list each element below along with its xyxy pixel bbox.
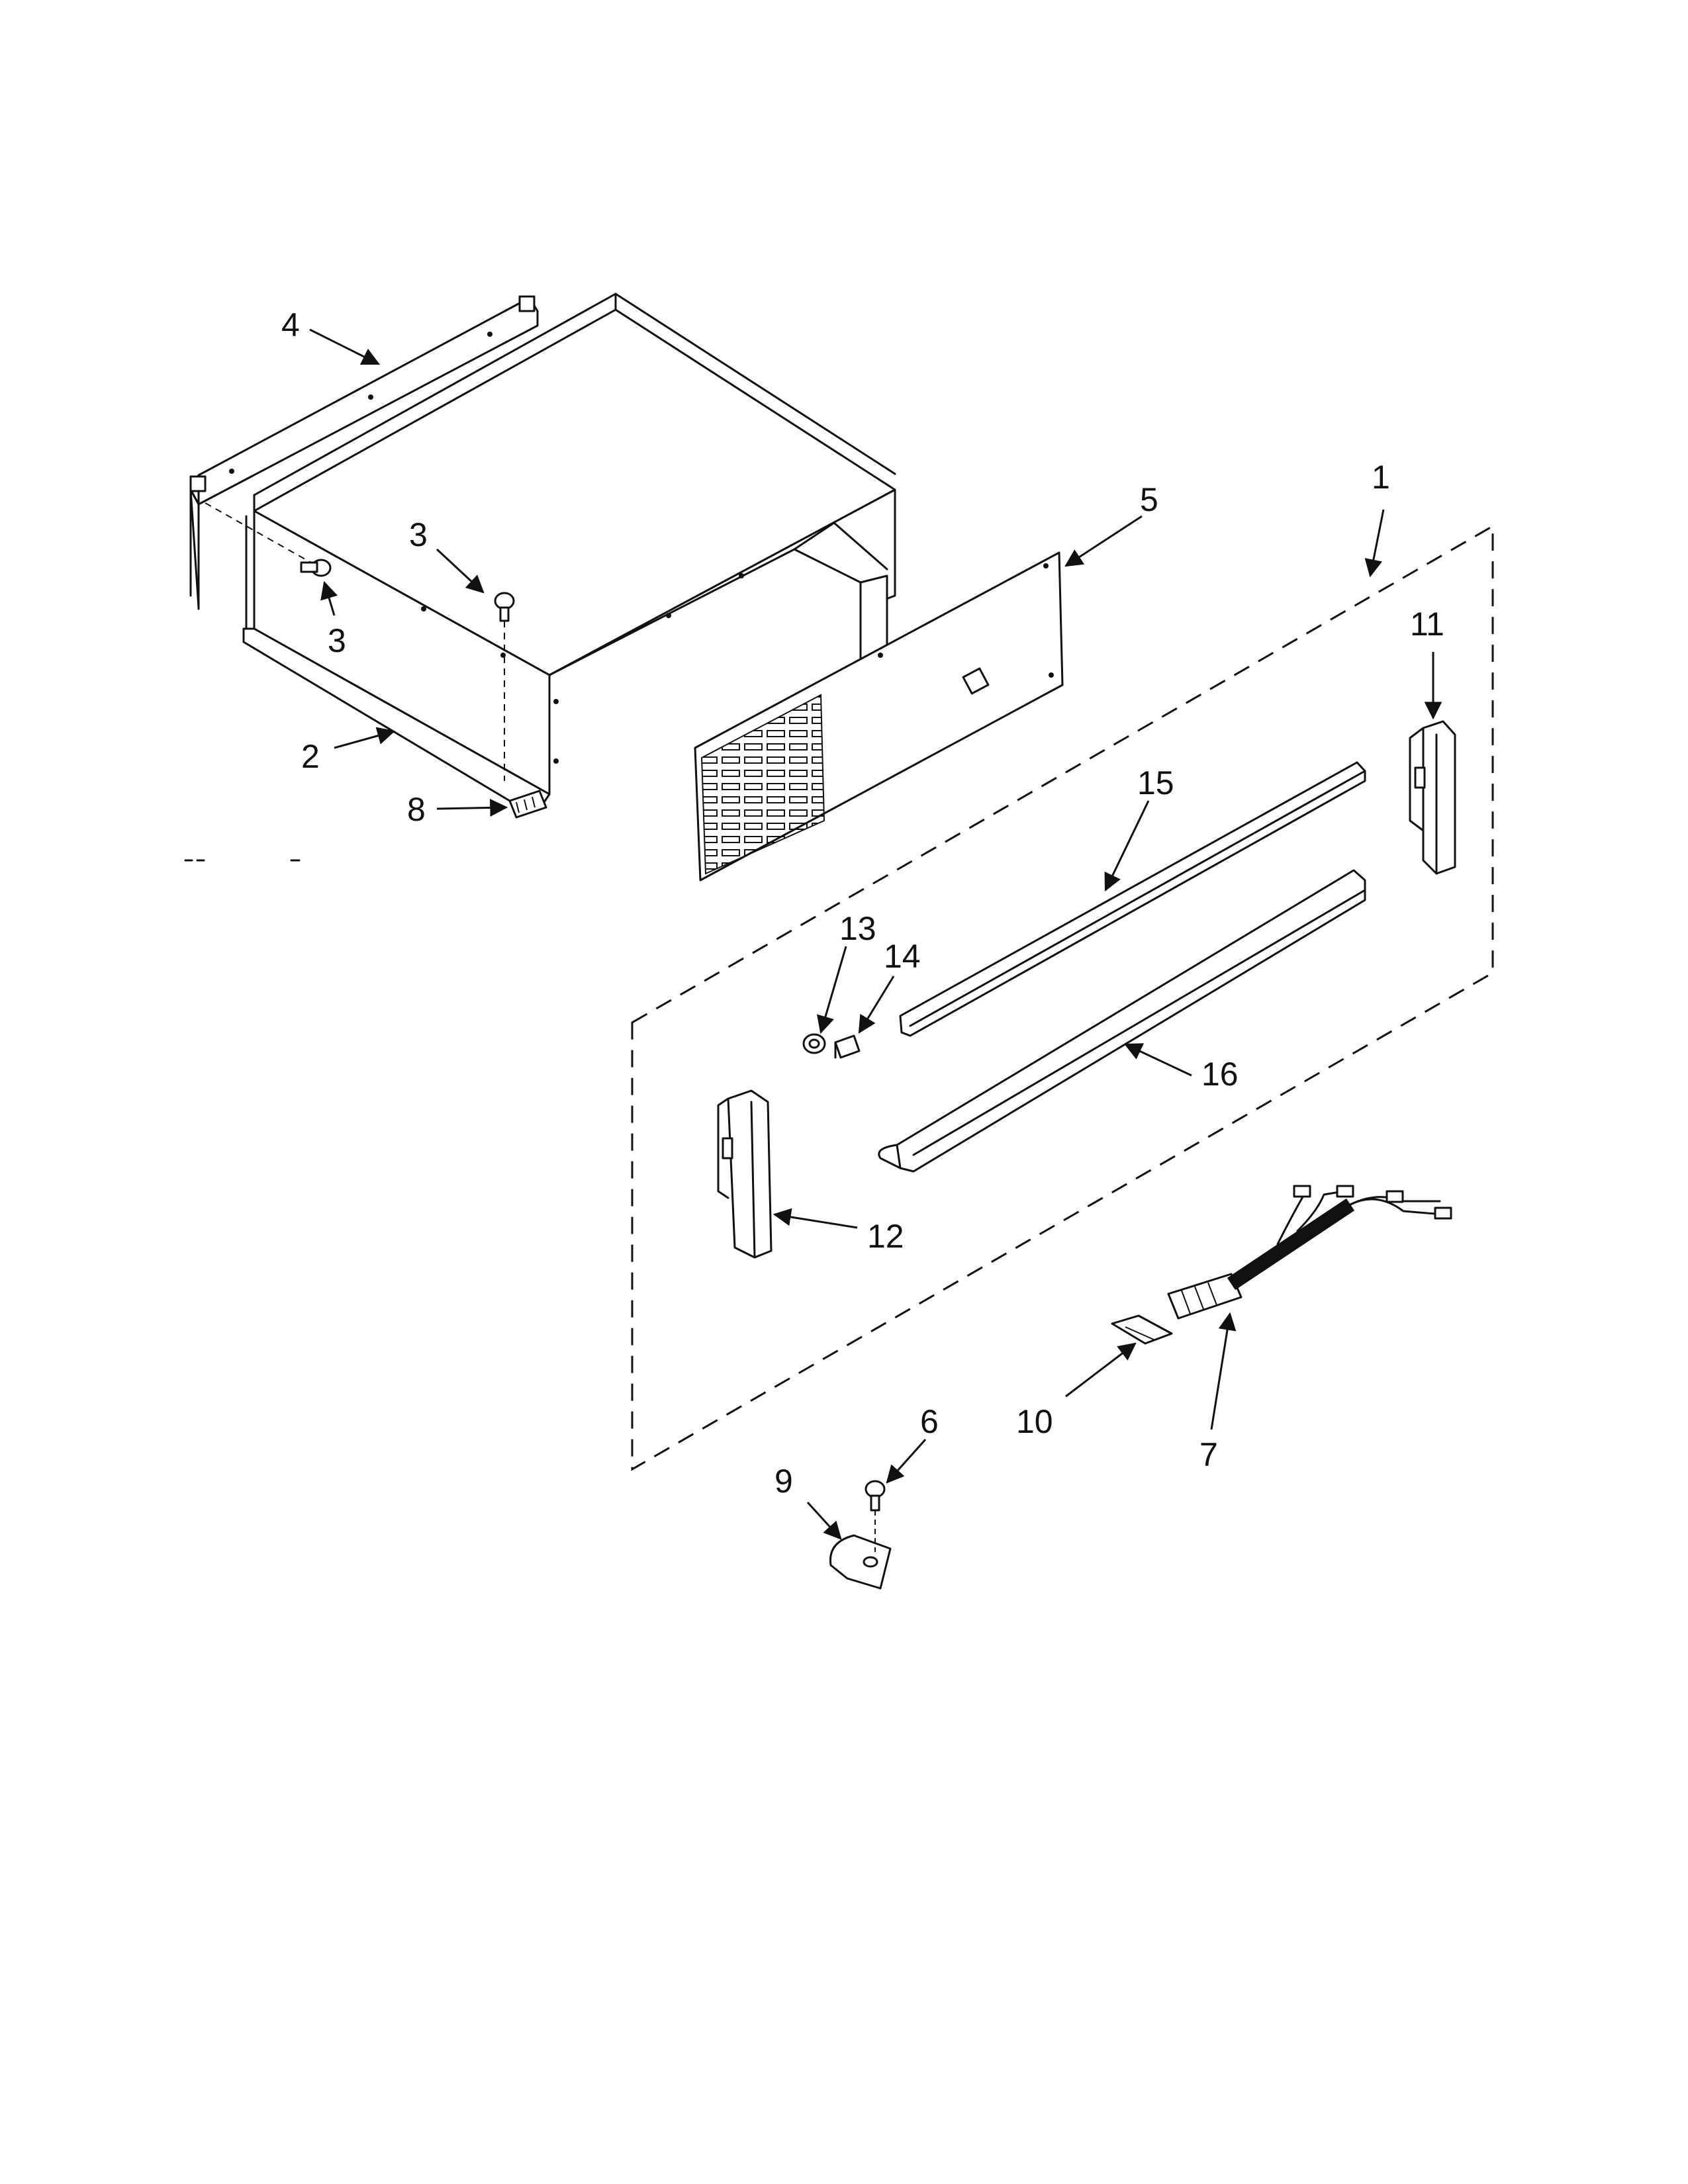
part-9-clamp bbox=[829, 1534, 892, 1590]
part-housing-box bbox=[205, 293, 896, 805]
callout-6: 6 bbox=[920, 1403, 939, 1440]
part-13-bumper bbox=[802, 1033, 826, 1054]
callout-9: 9 bbox=[774, 1463, 793, 1500]
callout-14: 14 bbox=[884, 938, 921, 975]
part-8-clip bbox=[508, 790, 547, 819]
callout-5: 5 bbox=[1140, 481, 1158, 518]
callout-16: 16 bbox=[1201, 1056, 1239, 1093]
part-3-screw-left bbox=[300, 559, 332, 577]
callout-13: 13 bbox=[839, 910, 876, 947]
part-7-wire-harness bbox=[1167, 1185, 1452, 1320]
part-3-screw-top bbox=[494, 592, 515, 781]
leader-arrows bbox=[309, 328, 1442, 1540]
callout-3-lower: 3 bbox=[328, 622, 346, 659]
callout-15: 15 bbox=[1137, 764, 1174, 801]
callout-4: 4 bbox=[281, 306, 300, 343]
part-14-stop bbox=[834, 1034, 861, 1059]
part-10-connector bbox=[1111, 1314, 1173, 1345]
part-6-screw bbox=[865, 1480, 886, 1552]
callout-7: 7 bbox=[1199, 1436, 1218, 1473]
callout-10: 10 bbox=[1016, 1403, 1053, 1440]
callout-11: 11 bbox=[1410, 606, 1444, 643]
callout-labels: 1 2 3 3 4 5 6 7 8 9 10 11 12 13 14 15 16 bbox=[281, 306, 1444, 1500]
callout-2: 2 bbox=[301, 738, 320, 775]
part-12-bracket bbox=[717, 1089, 773, 1259]
part-15-rail bbox=[899, 761, 1366, 1037]
callout-12: 12 bbox=[867, 1218, 904, 1255]
part-11-bracket bbox=[1409, 720, 1456, 875]
part-16-rail bbox=[878, 869, 1366, 1173]
part-5-grille-panel bbox=[694, 551, 1064, 882]
callout-8: 8 bbox=[407, 791, 426, 828]
callout-1: 1 bbox=[1372, 459, 1390, 496]
callout-3-upper: 3 bbox=[409, 516, 428, 553]
part-4-rail-panel bbox=[189, 295, 539, 610]
